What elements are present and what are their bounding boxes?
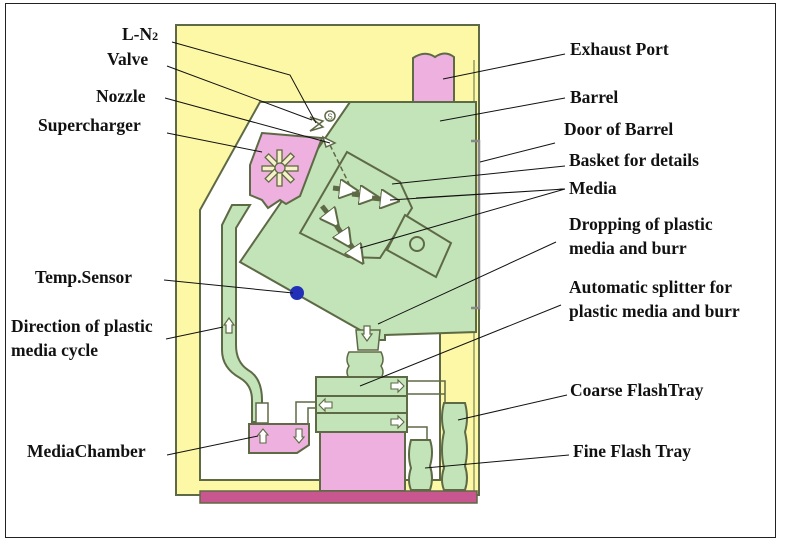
base-plate [199,490,478,504]
label-direction-line2: media cycle [11,340,98,360]
flex-hose [346,351,384,379]
label-direction-line1: Direction of plastic [11,316,153,336]
door-of-barrel [471,139,481,310]
fan-icon [261,149,299,187]
label-ln2: L-N2 [122,24,159,44]
svg-text:S: S [327,113,332,122]
label-media-chamber: MediaChamber [27,441,146,461]
coarse-flash-tray [441,402,468,491]
label-door-of-barrel: Door of Barrel [564,119,674,139]
temperature-sensor [290,286,304,300]
dropping-arrow-icon [360,325,374,343]
valve-icon: S [309,110,336,132]
label-barrel: Barrel [570,87,619,107]
label-temp-sensor: Temp.Sensor [35,267,133,287]
label-basket: Basket for details [569,150,699,170]
chamber-down-arrow-icon [292,428,306,444]
label-exhaust-port: Exhaust Port [570,39,669,59]
basket-hole [409,236,425,252]
direction-arrow-icon [222,316,236,334]
chamber-up-arrow-icon [256,428,270,444]
splitter-pipes [295,380,446,440]
basket [298,150,414,260]
label-dropping-line2: media and burr [569,238,687,258]
media-pipe-end [255,402,269,424]
label-fine-flash-tray: Fine Flash Tray [573,441,691,461]
diagram-frame [5,3,776,538]
leader-lines [163,41,570,469]
collector-bin [319,431,406,492]
label-dropping-line1: Dropping of plastic [569,214,713,234]
automatic-splitter [315,376,408,433]
label-coarse-flash-tray: Coarse FlashTray [570,380,704,400]
label-nozzle: Nozzle [96,86,146,106]
label-splitter-line1: Automatic splitter for [569,277,732,297]
label-splitter-line2: plastic media and burr [569,301,740,321]
splitter-arrows [318,378,405,430]
media-arrows [322,188,390,256]
label-supercharger: Supercharger [38,115,141,135]
exhaust-port [412,52,455,103]
nozzle-jet [329,144,356,197]
fine-flash-tray [408,439,433,491]
label-valve: Valve [107,49,149,69]
label-media: Media [569,178,617,198]
